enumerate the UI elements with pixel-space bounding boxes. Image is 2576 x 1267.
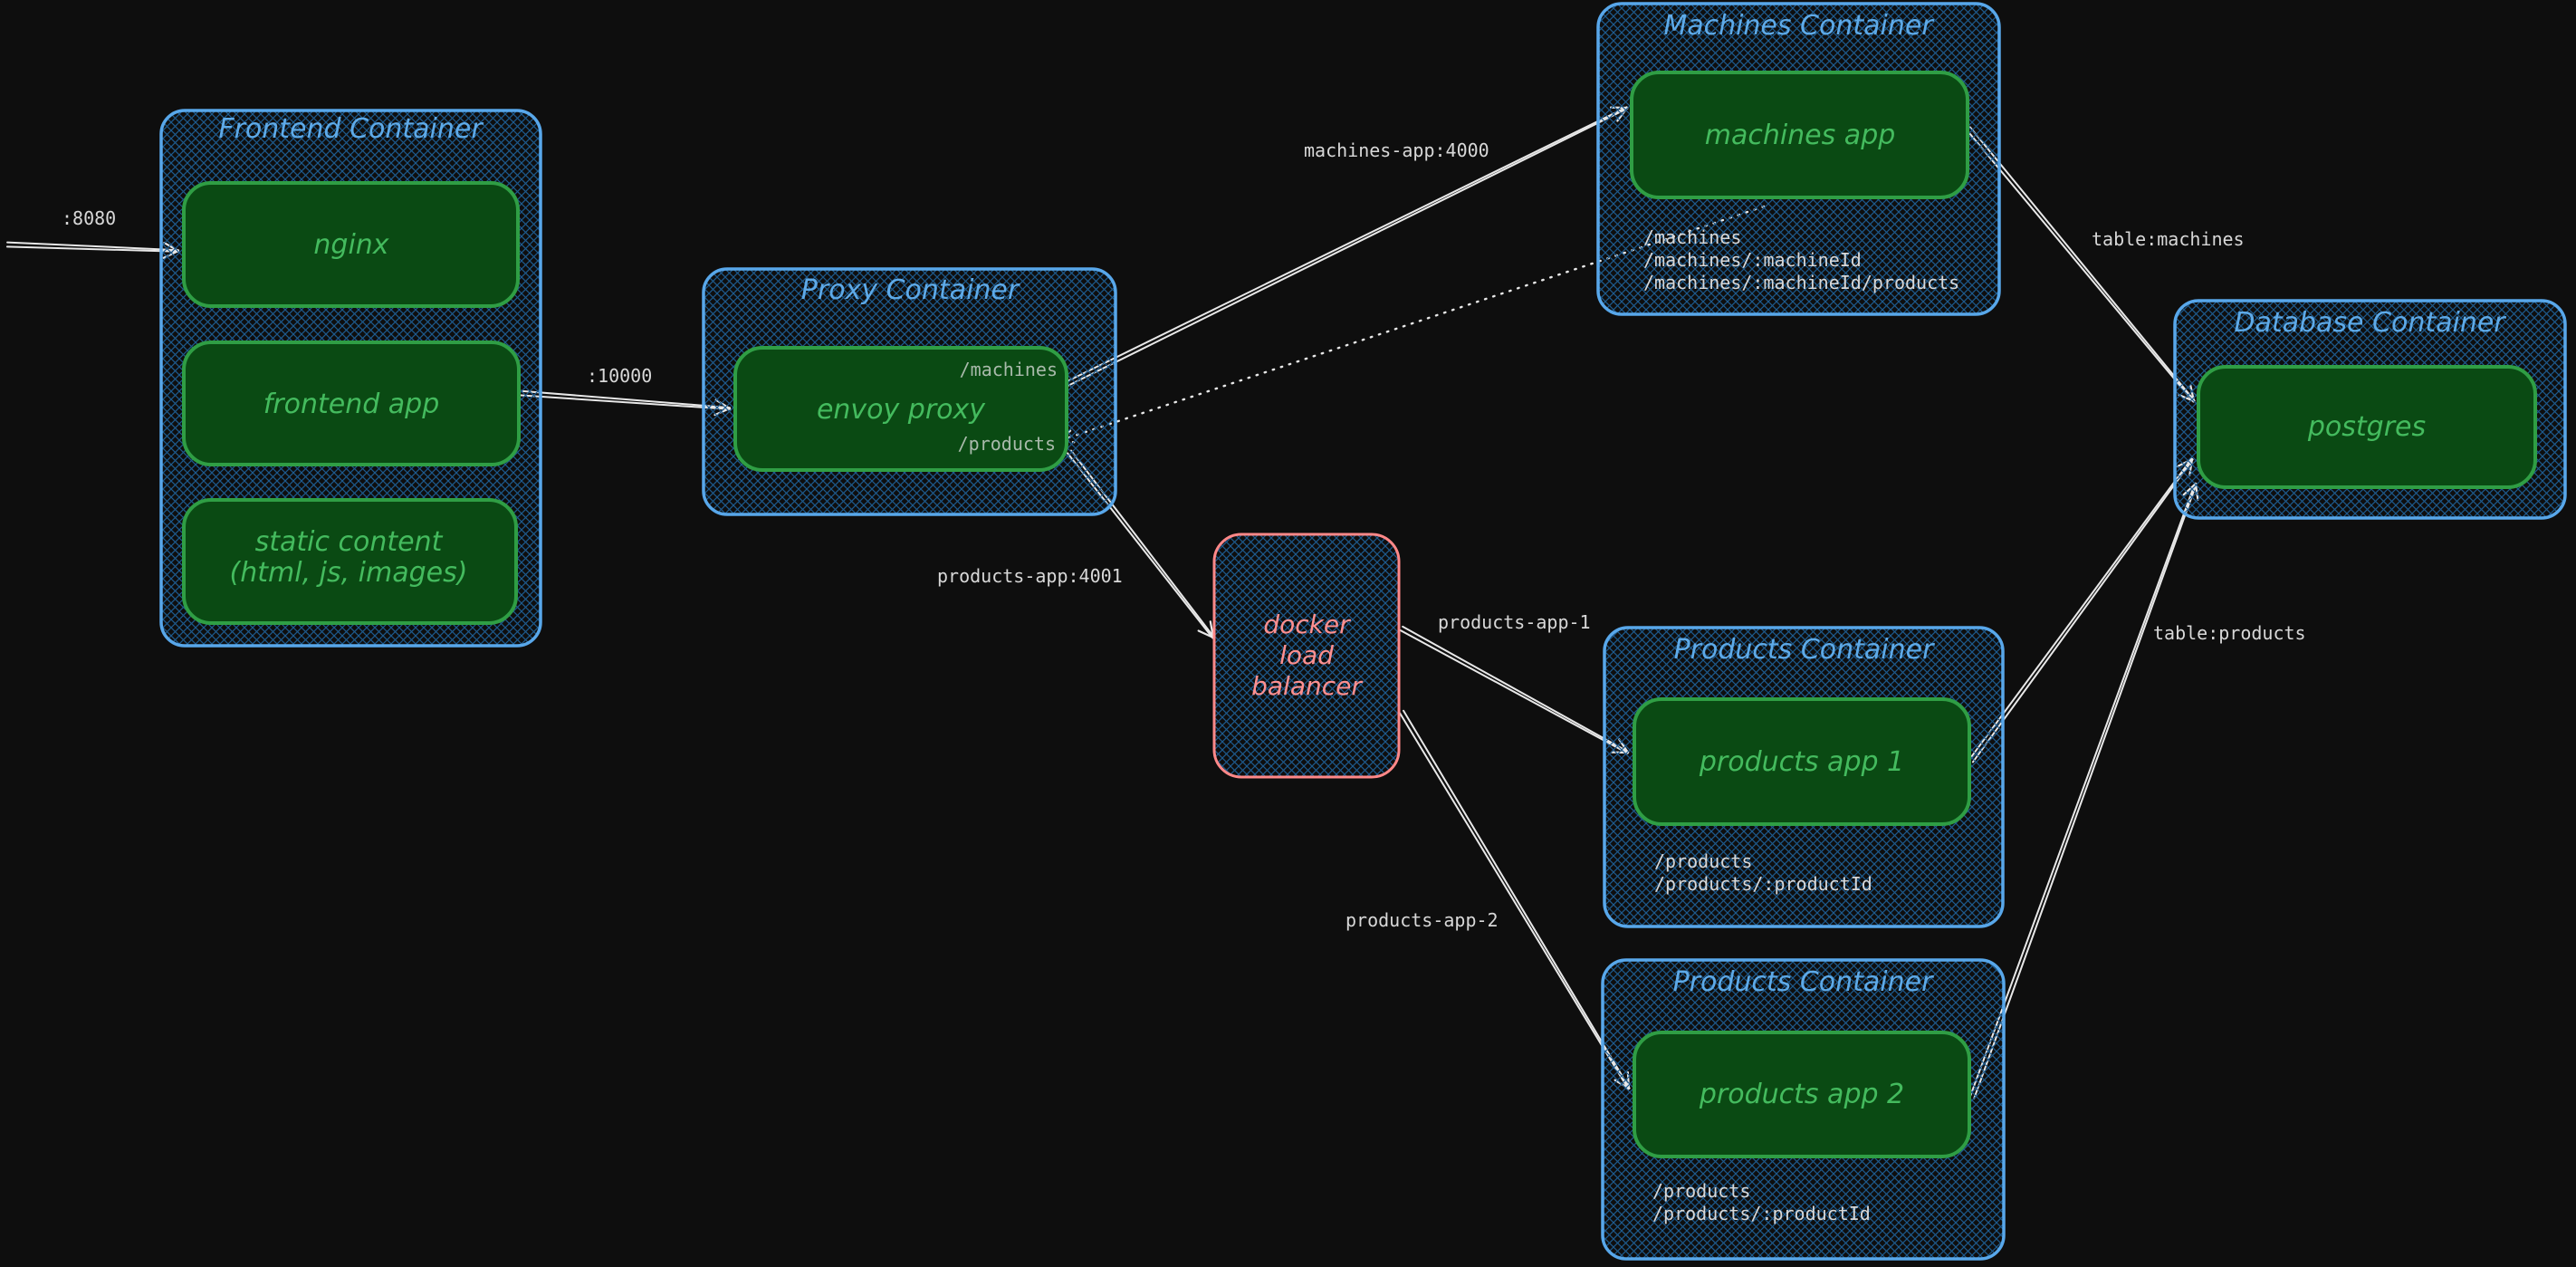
label-products-app-1: products-app-1	[1438, 611, 1591, 633]
machines-app-node	[1630, 71, 1969, 199]
products-app-2-label: products app 2	[1699, 1079, 1904, 1110]
envoy-proxy-node	[733, 346, 1068, 472]
products1-route-2: /products/:productId	[1654, 873, 1872, 895]
label-port-10000: :10000	[587, 365, 652, 387]
edge-lb-to-products-app-2	[1398, 709, 1631, 1090]
label-products-app-2: products-app-2	[1345, 909, 1499, 931]
frontend-container-title: Frontend Container	[218, 113, 484, 145]
postgres-label: postgres	[2307, 411, 2426, 443]
frontend-container: Frontend Container nginx frontend app st…	[159, 109, 542, 648]
load-balancer-label-line1: docker	[1263, 610, 1351, 639]
label-products-app-4001: products-app:4001	[937, 565, 1123, 587]
nginx-node	[182, 181, 520, 308]
edge-labels: :8080 :10000 machines-app:4000 products-…	[62, 139, 2306, 931]
products-container-2: Products Container products app 2 /produ…	[1601, 958, 2006, 1261]
label-table-machines: table:machines	[2092, 228, 2245, 250]
products-app-1-label: products app 1	[1699, 746, 1904, 778]
edge-lb-to-products-app-1	[1399, 625, 1630, 754]
edge-machines-app-to-postgres	[1966, 126, 2196, 403]
envoy-proxy-label: envoy proxy	[817, 394, 986, 426]
label-machines-app-4000: machines-app:4000	[1304, 139, 1489, 161]
envoy-route-products: /products	[958, 433, 1056, 455]
docker-load-balancer: docker load balancer	[1212, 533, 1401, 779]
machines-route-2: /machines/:machineId	[1643, 249, 1862, 271]
label-table-products: table:products	[2153, 622, 2306, 644]
load-balancer-box	[1212, 533, 1401, 779]
load-balancer-label-line2: load	[1279, 640, 1334, 670]
products-container-1: Products Container products app 1 /produ…	[1603, 626, 2005, 928]
products2-route-1: /products	[1652, 1180, 1750, 1202]
envoy-route-machines: /machines	[960, 359, 1058, 380]
database-container-title: Database Container	[2234, 307, 2506, 339]
products2-route-2: /products/:productId	[1652, 1203, 1871, 1224]
label-port-8080: :8080	[62, 207, 116, 229]
load-balancer-label-line3: balancer	[1251, 671, 1363, 701]
nginx-label: nginx	[313, 229, 388, 261]
machines-route-3: /machines/:machineId/products	[1643, 272, 1959, 293]
machines-route-1: /machines	[1643, 226, 1741, 248]
products-container-1-title: Products Container	[1674, 634, 1936, 666]
products-container-2-title: Products Container	[1673, 966, 1935, 998]
database-container: Database Container postgres	[2173, 299, 2567, 520]
machines-container: Machines Container machines app /machine…	[1596, 2, 2001, 316]
machines-app-label: machines app	[1705, 120, 1896, 151]
proxy-container: Proxy Container /machines envoy proxy /p…	[702, 267, 1117, 516]
frontend-app-label: frontend app	[263, 389, 440, 420]
frontend-app-node	[182, 341, 521, 466]
proxy-container-title: Proxy Container	[801, 274, 1020, 306]
static-content-node	[182, 498, 518, 625]
edge-frontend-to-envoy	[518, 389, 732, 417]
products-app-1-node	[1633, 697, 1971, 826]
edge-external-to-nginx	[5, 241, 180, 259]
postgres-node	[2197, 365, 2537, 489]
static-content-label-line1: static content	[255, 526, 444, 558]
products1-route-1: /products	[1654, 850, 1752, 872]
products-app-2-node	[1633, 1031, 1971, 1158]
machines-container-title: Machines Container	[1663, 10, 1934, 42]
static-content-label-line2: (html, js, images)	[230, 557, 468, 589]
